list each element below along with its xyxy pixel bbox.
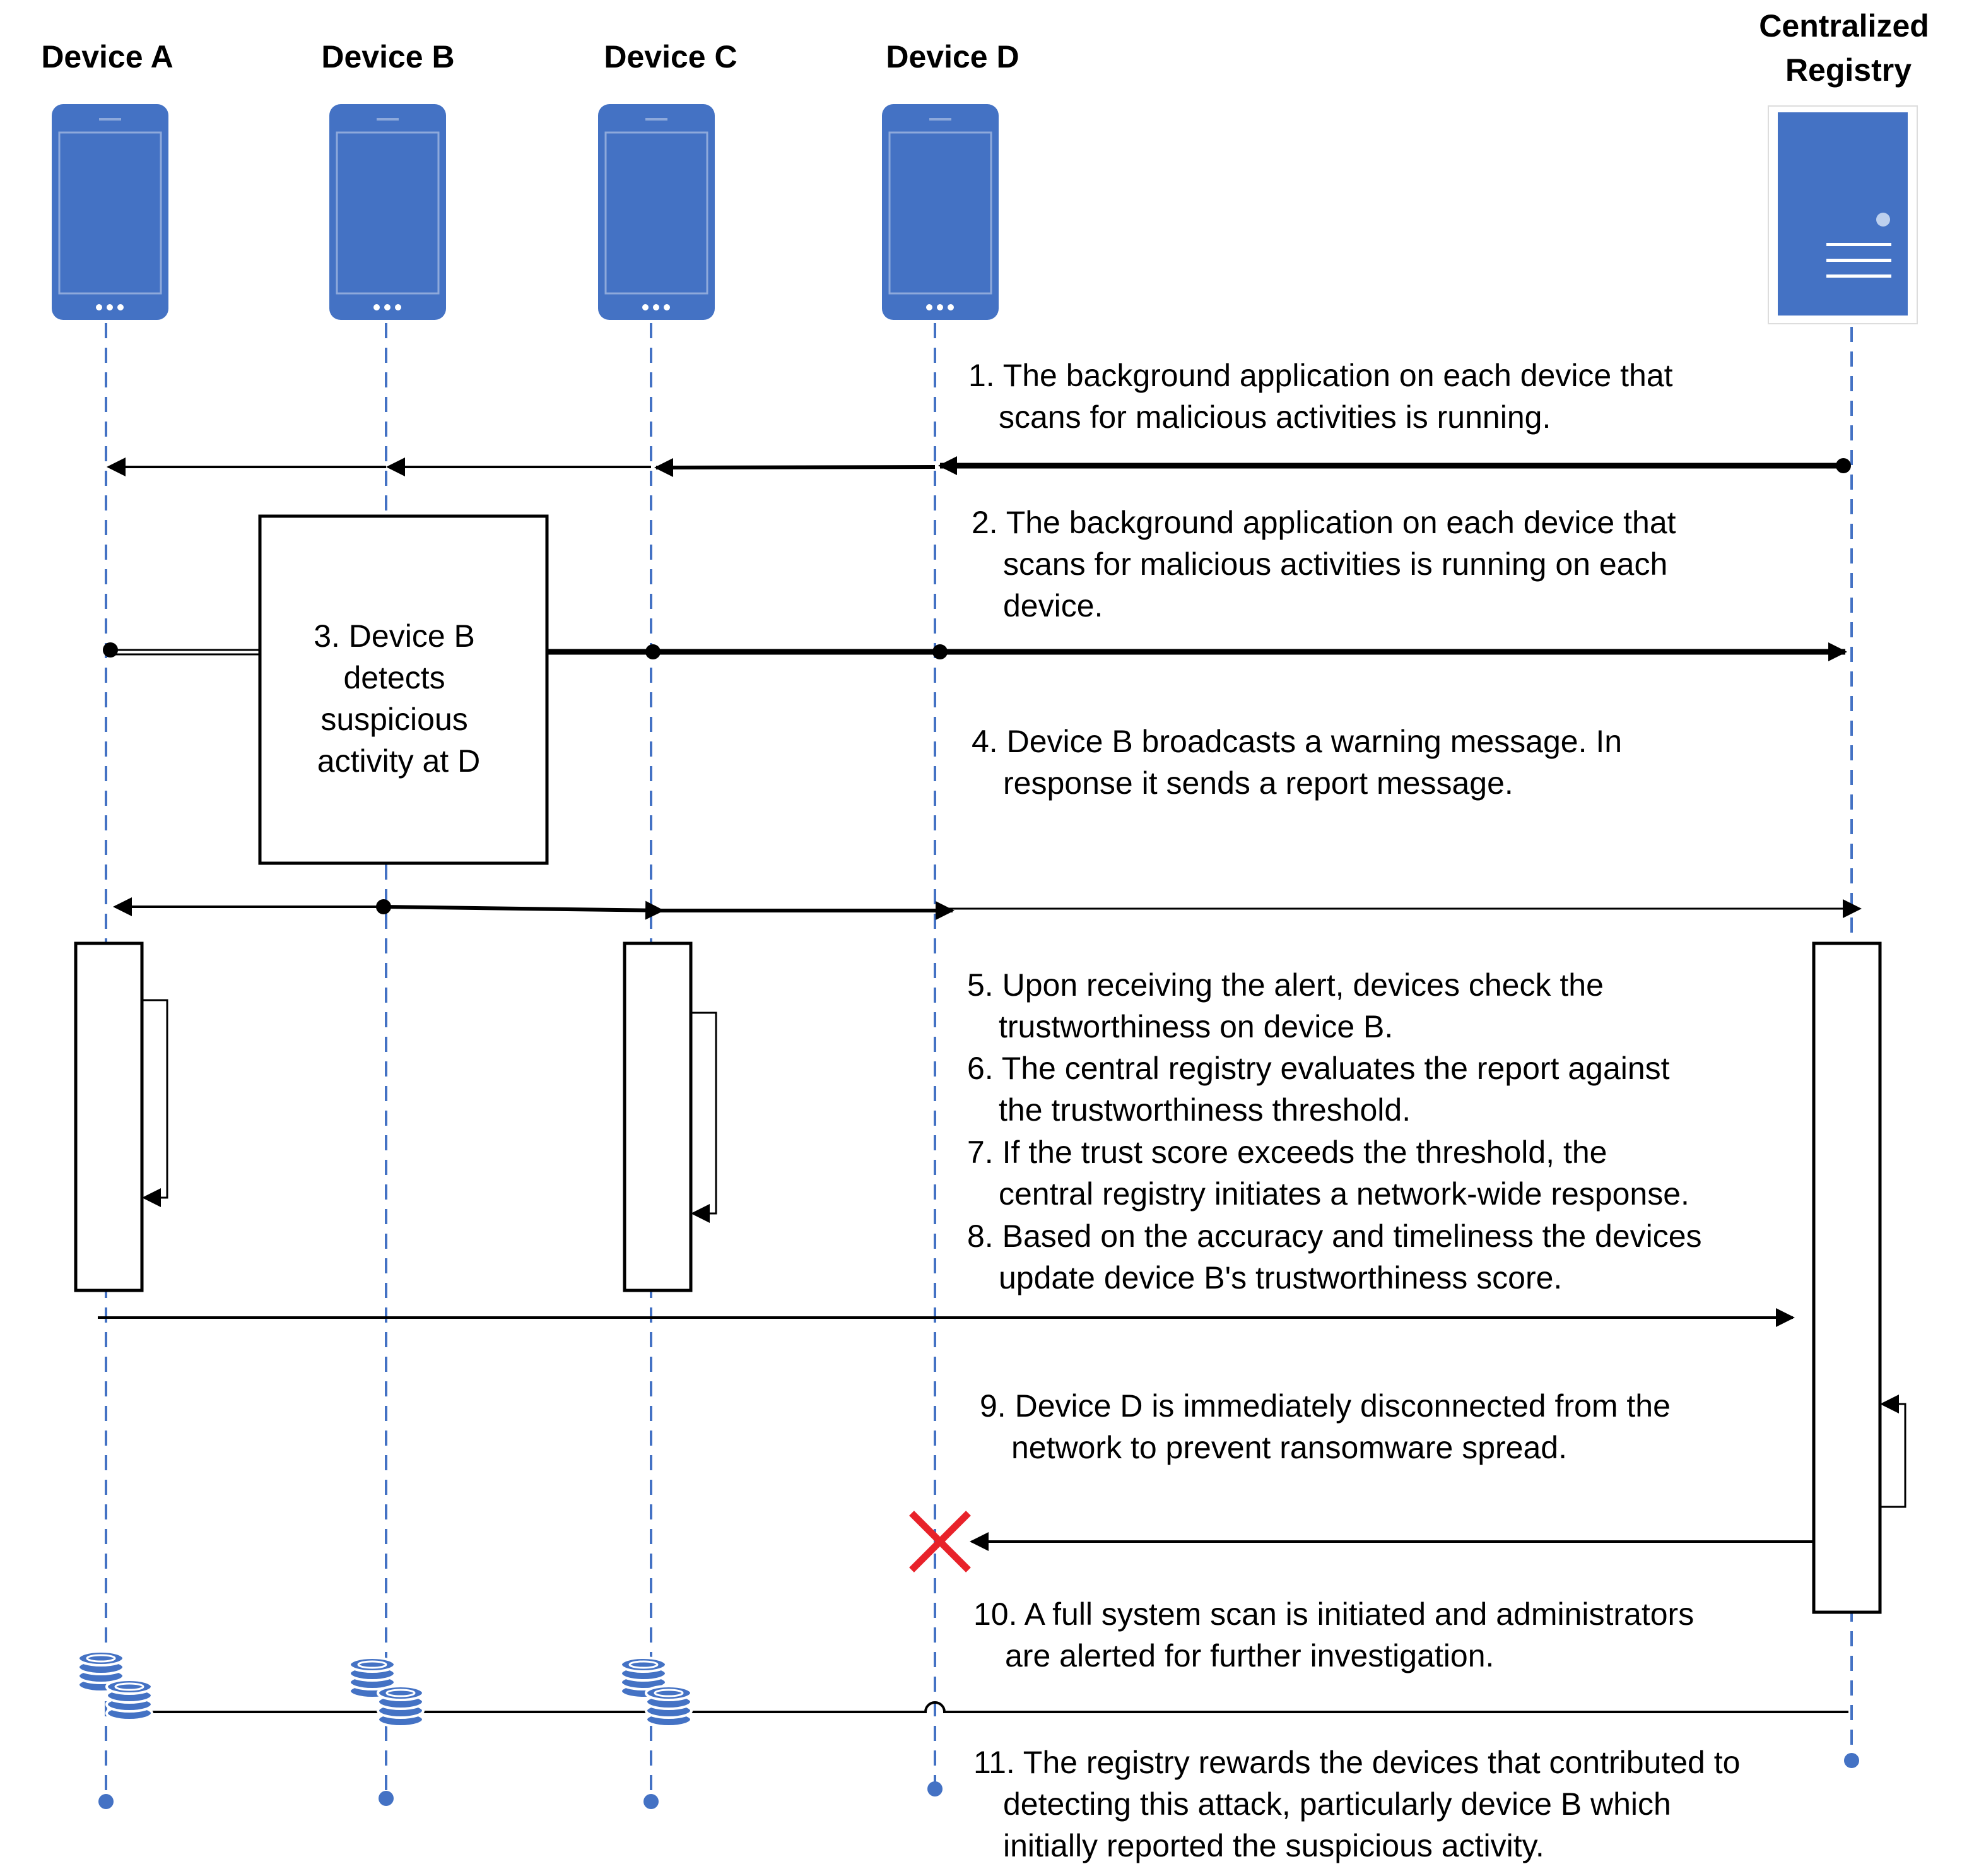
message-origin-2-c [645, 644, 661, 659]
self-check-loop-a [142, 999, 168, 1207]
self-evaluation-loop-registry [1880, 1395, 1906, 1508]
step-5-line-1: 5. Upon receiving the alert, devices che… [967, 967, 1604, 1003]
detection-note-line-4: activity at D [317, 743, 480, 779]
step-7-line-1: 7. If the trust score exceeds the thresh… [967, 1135, 1607, 1170]
step-5-text: 5. Upon receiving the alert, devices che… [967, 967, 1612, 1044]
detection-note-line-1: 3. Device B [314, 618, 475, 654]
participant-label-d: Device D [886, 39, 1019, 74]
step-11-line-1: 11. The registry rewards the devices tha… [973, 1745, 1740, 1780]
coins-icon [348, 1656, 425, 1728]
step-4-text: 4. Device B broadcasts a warning message… [972, 724, 1631, 801]
step-4-line-1: 4. Device B broadcasts a warning message… [972, 724, 1622, 759]
smartphone-icon [329, 104, 446, 320]
step-1-line-2: scans for malicious activities is runnin… [999, 399, 1551, 435]
registry-label-line-2: Registry [1785, 52, 1912, 88]
lifeline-end-d [927, 1781, 943, 1796]
message-origin-2-d [932, 644, 948, 659]
activation-box-c [623, 941, 693, 1292]
step-10-line-2: are alerted for further investigation. [1005, 1638, 1494, 1673]
step-1-text: 1. The background application on each de… [968, 358, 1681, 435]
participant-label-a: Device A [41, 39, 173, 74]
smartphone-icon [52, 104, 168, 320]
detection-note-line-2: detects [343, 660, 445, 695]
participant-label-c: Device C [604, 39, 737, 74]
lifeline-end-a [98, 1794, 114, 1809]
step-10-line-1: 10. A full system scan is initiated and … [973, 1596, 1694, 1632]
step-8-line-2: update device B's trustworthiness score. [999, 1260, 1562, 1295]
registry-label-line-1: Centralized [1759, 8, 1929, 44]
step-8-text: 8. Based on the accuracy and timeliness … [967, 1218, 1710, 1295]
message-origin-1 [1836, 458, 1851, 473]
step-11-line-2: detecting this attack, particularly devi… [1003, 1786, 1671, 1822]
step-2-line-2: scans for malicious activities is runnin… [1003, 546, 1667, 582]
step-2-line-3: device. [1003, 588, 1103, 623]
red-x-icon [909, 1511, 971, 1572]
message-origin-2-a [103, 642, 118, 658]
step-11-line-3: initially reported the suspicious activi… [1003, 1828, 1544, 1863]
activation-box-registry [1812, 941, 1882, 1614]
step-9-line-1: 9. Device D is immediately disconnected … [980, 1388, 1671, 1424]
step-9-line-2: network to prevent ransomware spread. [1011, 1430, 1567, 1465]
self-check-loop-c [691, 1012, 717, 1223]
coins-icon [77, 1650, 153, 1721]
step-2-line-1: 2. The background application on each de… [972, 505, 1676, 540]
participant-label-registry: Centralized Registry [1759, 8, 1937, 88]
activation-box-a [74, 941, 144, 1292]
coins-icon [620, 1656, 693, 1728]
detection-note-box [258, 514, 549, 865]
lifeline-end-registry [1844, 1753, 1859, 1768]
step-6-line-2: the trustworthiness threshold. [999, 1092, 1411, 1128]
message-arrow-1-d-to-c [654, 457, 936, 477]
step-8-line-1: 8. Based on the accuracy and timeliness … [967, 1218, 1702, 1254]
participant-label-b: Device B [321, 39, 454, 74]
lifeline-end-b [379, 1791, 394, 1806]
smartphone-icon [882, 104, 999, 320]
step-11-text: 11. The registry rewards the devices tha… [973, 1745, 1749, 1863]
smartphone-icon [598, 104, 715, 320]
broadcast-arrow-to-c [383, 900, 664, 920]
step-2-text: 2. The background application on each de… [972, 505, 1684, 623]
server-icon [1768, 105, 1918, 324]
step-6-line-1: 6. The central registry evaluates the re… [967, 1051, 1670, 1086]
reward-line [107, 1701, 1848, 1713]
step-10-text: 10. A full system scan is initiated and … [973, 1596, 1703, 1673]
detection-note-text: 3. Device B detects suspicious activity … [314, 618, 484, 779]
step-1-line-1: 1. The background application on each de… [968, 358, 1673, 393]
step-7-text: 7. If the trust score exceeds the thresh… [967, 1135, 1689, 1212]
step-9-text: 9. Device D is immediately disconnected … [980, 1388, 1679, 1465]
detection-note-line-3: suspicious [320, 702, 467, 737]
step-5-line-2: trustworthiness on device B. [999, 1009, 1393, 1044]
step-7-line-2: central registry initiates a network-wid… [999, 1176, 1689, 1212]
step-6-text: 6. The central registry evaluates the re… [967, 1051, 1678, 1128]
step-4-line-2: response it sends a report message. [1003, 765, 1513, 801]
lifeline-end-c [643, 1794, 659, 1809]
